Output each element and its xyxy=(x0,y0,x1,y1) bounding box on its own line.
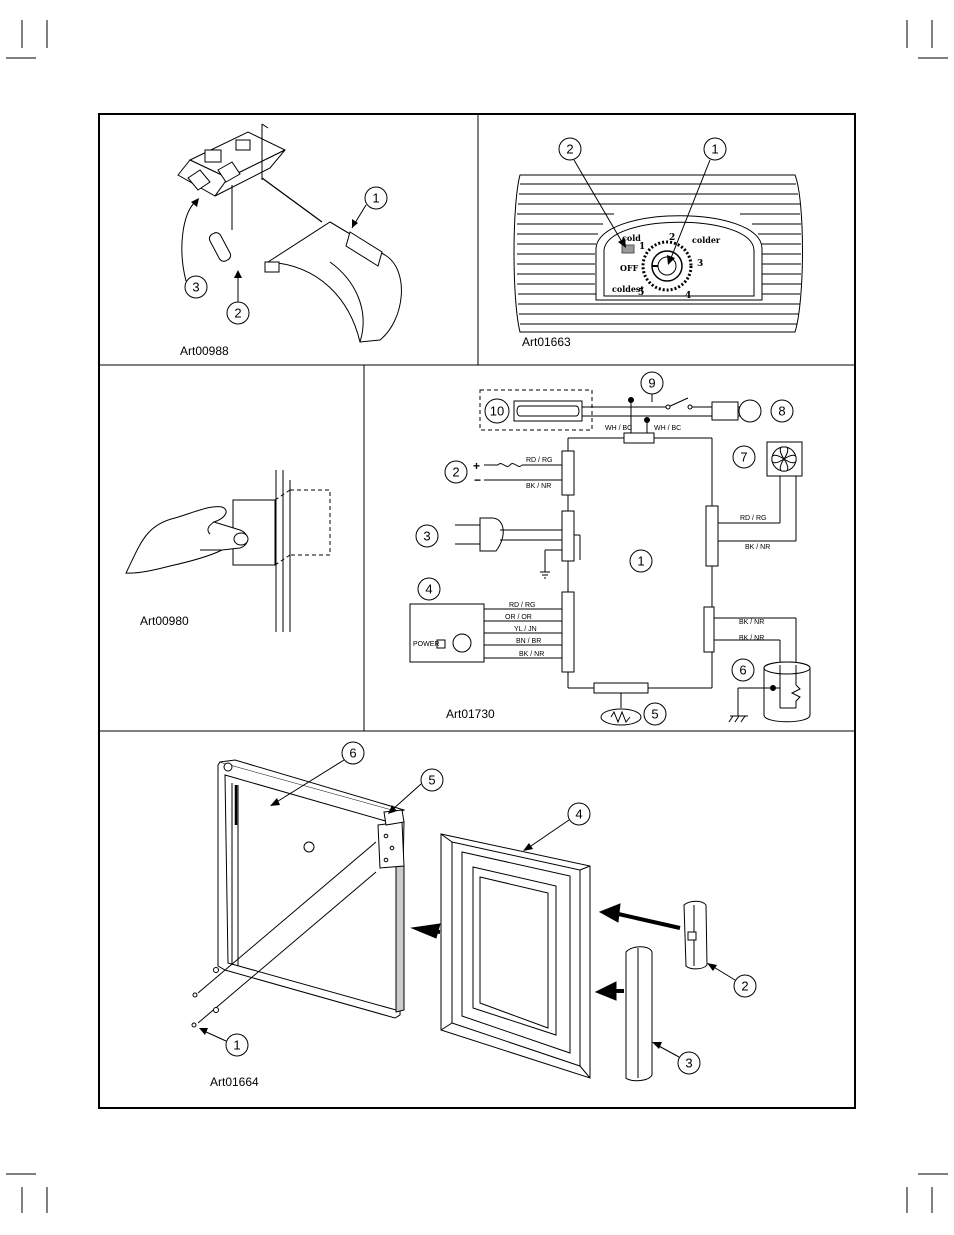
wire-label: BK / NR xyxy=(519,651,544,658)
dial-label-coldest: coldest xyxy=(612,284,644,294)
panel-bulb-replacement: 1 2 3 Art00988 xyxy=(177,123,402,358)
art-label: Art00988 xyxy=(180,344,229,358)
callout-1: 1 xyxy=(629,549,653,573)
callout-2: 2 xyxy=(226,270,250,325)
art-label: Art01730 xyxy=(446,707,495,721)
art-label: Art01664 xyxy=(210,1075,259,1089)
callout-3: 3 xyxy=(415,524,439,548)
callout-7: 7 xyxy=(732,445,756,469)
callout-5: 5 xyxy=(388,768,444,814)
callout-2-number: 2 xyxy=(234,306,241,321)
callout-3-number: 3 xyxy=(685,1056,692,1071)
callout-2: 2 xyxy=(707,963,757,998)
callout-3-number: 3 xyxy=(192,280,199,295)
door-switch-illustration xyxy=(125,470,331,632)
callout-3: 3 xyxy=(652,1042,701,1075)
callout-1-number: 1 xyxy=(711,142,718,157)
callout-9: 9 xyxy=(640,371,664,395)
dial-position-5: 5 xyxy=(638,288,644,298)
callout-5: 5 xyxy=(643,702,667,726)
dial-label-cold: cold xyxy=(622,233,641,243)
dial-label-colder: colder xyxy=(692,235,721,245)
panel-frame xyxy=(98,113,856,1109)
wire-label: RD / RG xyxy=(526,457,552,464)
panel-door-assembly: 6 5 4 2 1 3 xyxy=(191,741,757,1089)
callout-2-number: 2 xyxy=(452,465,459,480)
callout-2: 2 xyxy=(444,460,468,484)
callout-1-number: 1 xyxy=(637,554,644,569)
power-label: POWER xyxy=(413,641,439,648)
supply-minus: − xyxy=(474,473,481,487)
callout-6-number: 6 xyxy=(349,746,356,761)
callout-1-number: 1 xyxy=(372,191,379,206)
dial-position-1: 1 xyxy=(639,242,645,252)
callout-6: 6 xyxy=(270,741,365,806)
callout-7-number: 7 xyxy=(740,450,747,465)
callout-10-number: 10 xyxy=(490,404,504,419)
callout-3: 3 xyxy=(181,198,208,299)
callout-8-number: 8 xyxy=(778,404,785,419)
callout-1: 1 xyxy=(199,1028,249,1057)
callout-4: 4 xyxy=(523,802,591,851)
wire-label: WH / BC xyxy=(605,425,632,432)
callout-5-number: 5 xyxy=(428,773,435,788)
wire-label: BN / BR xyxy=(516,638,541,645)
wire-label: BK / NR xyxy=(526,483,551,490)
callout-4-number: 4 xyxy=(575,807,582,822)
dial-position-3: 3 xyxy=(697,259,703,269)
dial-position-2: 2 xyxy=(669,233,675,243)
callout-8: 8 xyxy=(770,399,794,423)
wire-label: BK / NR xyxy=(745,544,770,551)
callout-2: 2 xyxy=(558,137,626,248)
dial-position-4: 4 xyxy=(685,291,691,301)
wire-label: BK / NR xyxy=(739,635,764,642)
art-label: Art00980 xyxy=(140,614,189,628)
callout-4-number: 4 xyxy=(425,582,432,597)
thermostat-dial xyxy=(641,240,693,292)
dial-label-off: OFF xyxy=(620,263,639,273)
wire-label: YL / JN xyxy=(514,626,537,633)
wire-label: WH / BC xyxy=(654,425,681,432)
supply-plus: + xyxy=(473,459,480,473)
door-illustration xyxy=(191,759,708,1082)
callout-3-number: 3 xyxy=(423,529,430,544)
callout-9-number: 9 xyxy=(648,376,655,391)
callout-6: 6 xyxy=(731,658,755,682)
callout-1: 1 xyxy=(351,186,388,229)
callout-5-number: 5 xyxy=(651,707,658,722)
callout-6-number: 6 xyxy=(739,663,746,678)
callout-10: 10 xyxy=(484,398,510,424)
panel-temperature-control: cold colder coldest OFF 1 2 3 4 5 2 1 Ar… xyxy=(513,137,803,349)
callout-1-number: 1 xyxy=(233,1038,240,1053)
panel-door-switch: Art00980 xyxy=(125,470,331,632)
lamp-bracket-illustration xyxy=(177,123,402,343)
wire-label: RD / RG xyxy=(740,515,766,522)
wire-label: RD / RG xyxy=(509,602,535,609)
crop-marks xyxy=(6,20,948,1213)
art-label: Art01663 xyxy=(522,335,571,349)
callout-2-number: 2 xyxy=(566,142,573,157)
callout-2-number: 2 xyxy=(741,979,748,994)
wire-label: BK / NR xyxy=(739,619,764,626)
wiring-lines xyxy=(409,389,811,726)
callout-1: 1 xyxy=(667,137,727,265)
wire-label: OR / OR xyxy=(505,614,532,621)
panel-wiring-diagram: + − POWER WH / BC WH / BC RD / RG BK / N… xyxy=(409,371,811,726)
indicator-light xyxy=(621,244,635,254)
callout-4: 4 xyxy=(417,577,441,601)
